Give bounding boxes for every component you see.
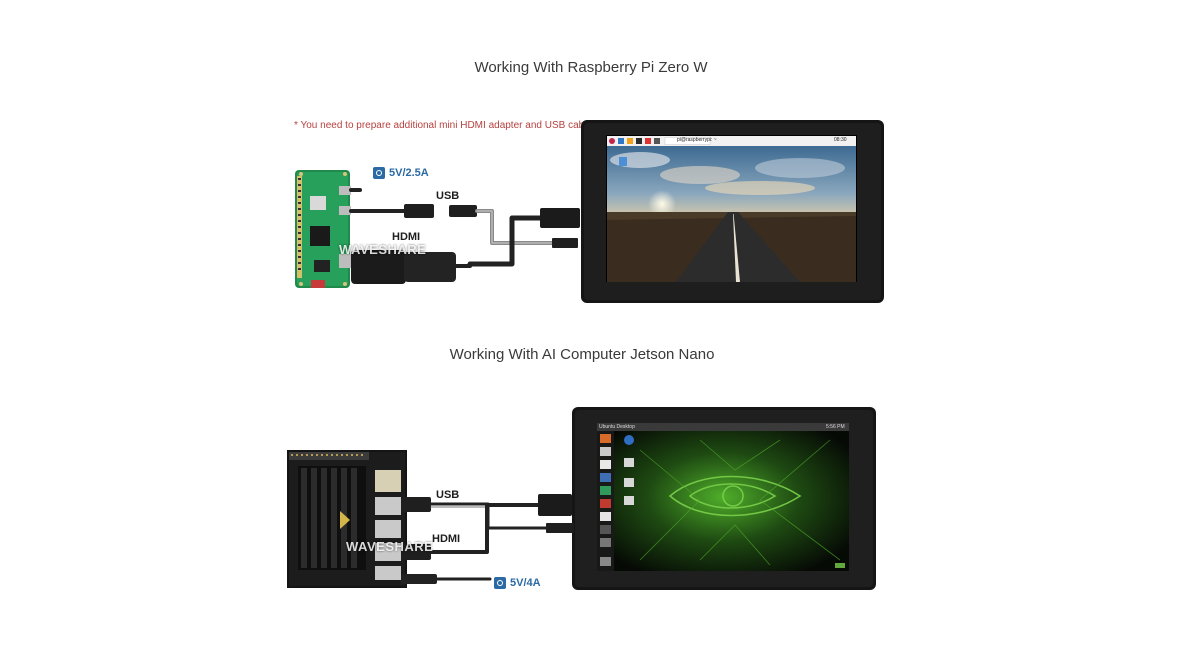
section2-title: Working With AI Computer Jetson Nano [449,346,715,363]
ubuntu-topbar-title: Ubuntu Desktop [599,424,635,430]
watermark-1: WAVESHARE [339,242,427,257]
power-value-2: 5V/4A [510,577,541,589]
usb-label-2: USB [436,489,460,501]
jetson-board [287,450,407,588]
power-label-1: 5V/2.5A [373,167,429,179]
power-icon [373,167,385,179]
section1-title: Working With Raspberry Pi Zero W [474,59,708,76]
ubuntu-clock: 5:56 PM [826,424,845,430]
power-icon [494,577,506,589]
usb-label-1: USB [436,190,460,202]
pi-zero-board [295,170,351,288]
power-value-1: 5V/2.5A [389,167,429,179]
taskbar-text: pi@raspberrypi: ~ [677,137,717,143]
monitor-2 [572,407,876,590]
monitor-1 [581,120,884,303]
taskbar-clock: 08:30 [834,137,847,143]
watermark-2: WAVESHARE [346,539,434,554]
adapter-note: * You need to prepare additional mini HD… [294,120,592,131]
hdmi-label-1: HDMI [392,231,421,243]
power-label-2: 5V/4A [494,577,541,589]
hdmi-label-2: HDMI [432,533,461,545]
